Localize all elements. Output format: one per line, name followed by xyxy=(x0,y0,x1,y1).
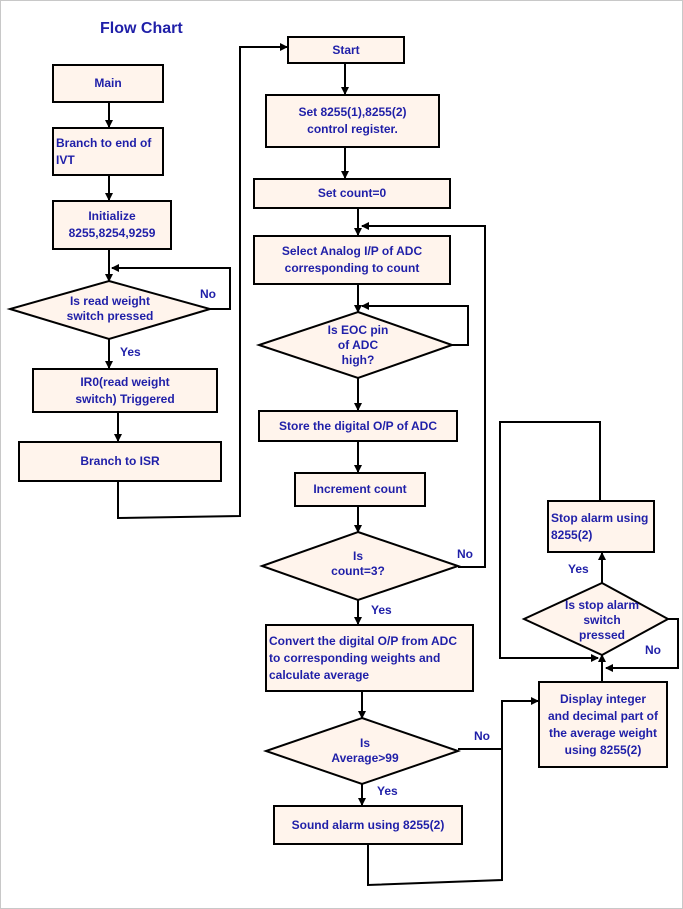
edge-label-count-yes: Yes xyxy=(371,603,392,617)
node-store-digital: Store the digital O/P of ADC xyxy=(258,410,458,442)
edge-label-read-no: No xyxy=(200,287,216,301)
edge-label-avg-no: No xyxy=(474,729,490,743)
node-start: Start xyxy=(287,36,405,64)
node-display: Display integer and decimal part of the … xyxy=(538,681,668,768)
node-increment: Increment count xyxy=(294,472,426,507)
edge-stopalarm-return xyxy=(499,421,601,662)
node-convert: Convert the digital O/P from ADC to corr… xyxy=(265,624,474,692)
diamond-read-weight xyxy=(6,279,214,341)
edge-avg-no-display xyxy=(501,697,539,749)
node-ir0: IR0(read weight switch) Triggered xyxy=(32,368,218,413)
node-set-control: Set 8255(1),8255(2) control register. xyxy=(265,94,440,148)
node-sound-alarm: Sound alarm using 8255(2) xyxy=(273,805,463,845)
edge-eoc-loop xyxy=(361,302,469,346)
node-main: Main xyxy=(52,64,164,103)
node-initialize: Initialize 8255,8254,9259 xyxy=(52,200,172,250)
edge-read-no-loop xyxy=(111,264,231,310)
diamond-average xyxy=(262,716,462,786)
diagram-title: Flow Chart xyxy=(100,20,183,37)
diamond-eoc xyxy=(255,310,456,380)
node-stop-alarm: Stop alarm using 8255(2) xyxy=(547,500,655,553)
node-set-count: Set count=0 xyxy=(253,178,451,209)
node-branch-isr: Branch to ISR xyxy=(18,441,222,482)
label-read-weight: Is read weight switch pressed xyxy=(66,294,154,323)
label-stop-pressed: Is stop alarm switch pressed xyxy=(564,597,640,642)
edge-label-stop-yes: Yes xyxy=(568,562,589,576)
label-eoc: Is EOC pin of ADC high? xyxy=(327,322,389,367)
edge-label-avg-yes: Yes xyxy=(377,784,398,798)
edge-isr-start xyxy=(117,43,288,520)
edge-stop-no-loop xyxy=(605,618,679,672)
node-branch-ivt: Branch to end of IVT xyxy=(52,127,164,176)
edge-label-read-yes: Yes xyxy=(120,345,141,359)
label-count3: Is count=3? xyxy=(331,549,385,578)
node-select-analog: Select Analog I/P of ADC corresponding t… xyxy=(253,235,451,285)
edge-label-stop-no: No xyxy=(645,643,661,657)
edge-sound-return xyxy=(367,748,503,887)
label-average: Is Average>99 xyxy=(331,736,399,765)
diamond-stop-pressed xyxy=(521,581,671,657)
diamond-count3 xyxy=(259,530,462,602)
edge-count3-no-loop xyxy=(361,222,486,568)
edge-label-count-no: No xyxy=(457,547,473,561)
